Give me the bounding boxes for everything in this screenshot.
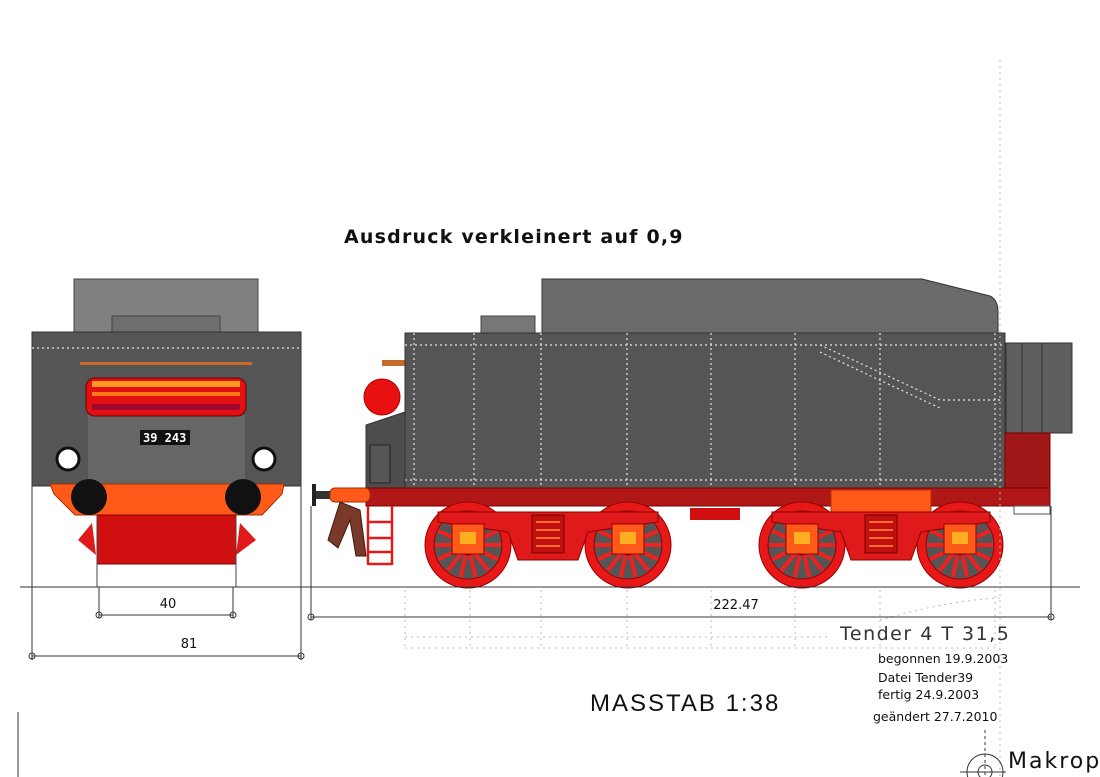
drawing-title: Tender 4 T 31,5 (839, 623, 1010, 645)
changed-date: geändert 27.7.2010 (873, 709, 998, 724)
svg-text:81: 81 (181, 637, 198, 652)
access-ladder (366, 506, 394, 566)
number-plate-text: 39 243 (143, 431, 186, 445)
left-buffer (71, 479, 107, 515)
brand-name: Makropu (1008, 749, 1100, 774)
rivet-lines (405, 333, 1005, 490)
front-bogie (424, 501, 672, 589)
side-view (312, 278, 1073, 589)
front-buffer-beam (49, 483, 285, 516)
tender-tank (404, 332, 1006, 491)
tail-lamp (363, 378, 401, 416)
dimension-tender-length: 222.47 (307, 506, 1055, 621)
svg-text:222.47: 222.47 (713, 598, 759, 613)
brand-mark: Makropu (17, 712, 1100, 777)
coupling-hook (327, 501, 367, 557)
rear-bogie (758, 501, 1004, 589)
file-name: Datei Tender39 (878, 670, 973, 685)
dimension-front-width: 81 (28, 486, 305, 660)
scale-label: MASSTAB 1:38 (590, 690, 780, 717)
tender-roof (541, 278, 999, 335)
number-plate (140, 430, 190, 445)
dimension-buffer-spacing: 40 (95, 587, 237, 619)
guide-lines (404, 60, 1001, 777)
rear-tool-box (1005, 342, 1073, 434)
finished-date: fertig 24.9.2003 (878, 687, 979, 702)
left-lamp (55, 446, 81, 472)
right-buffer (225, 479, 261, 515)
svg-text:40: 40 (160, 597, 177, 612)
front-tank-cylinder (85, 377, 247, 417)
started-date: begonnen 19.9.2003 (878, 651, 1008, 666)
right-lamp (251, 446, 277, 472)
title-block: Tender 4 T 31,5 begonnen 19.9.2003 Datei… (839, 623, 1010, 724)
print-note: Ausdruck verkleinert auf 0,9 (344, 226, 684, 248)
front-view: 39 243 (31, 278, 302, 587)
